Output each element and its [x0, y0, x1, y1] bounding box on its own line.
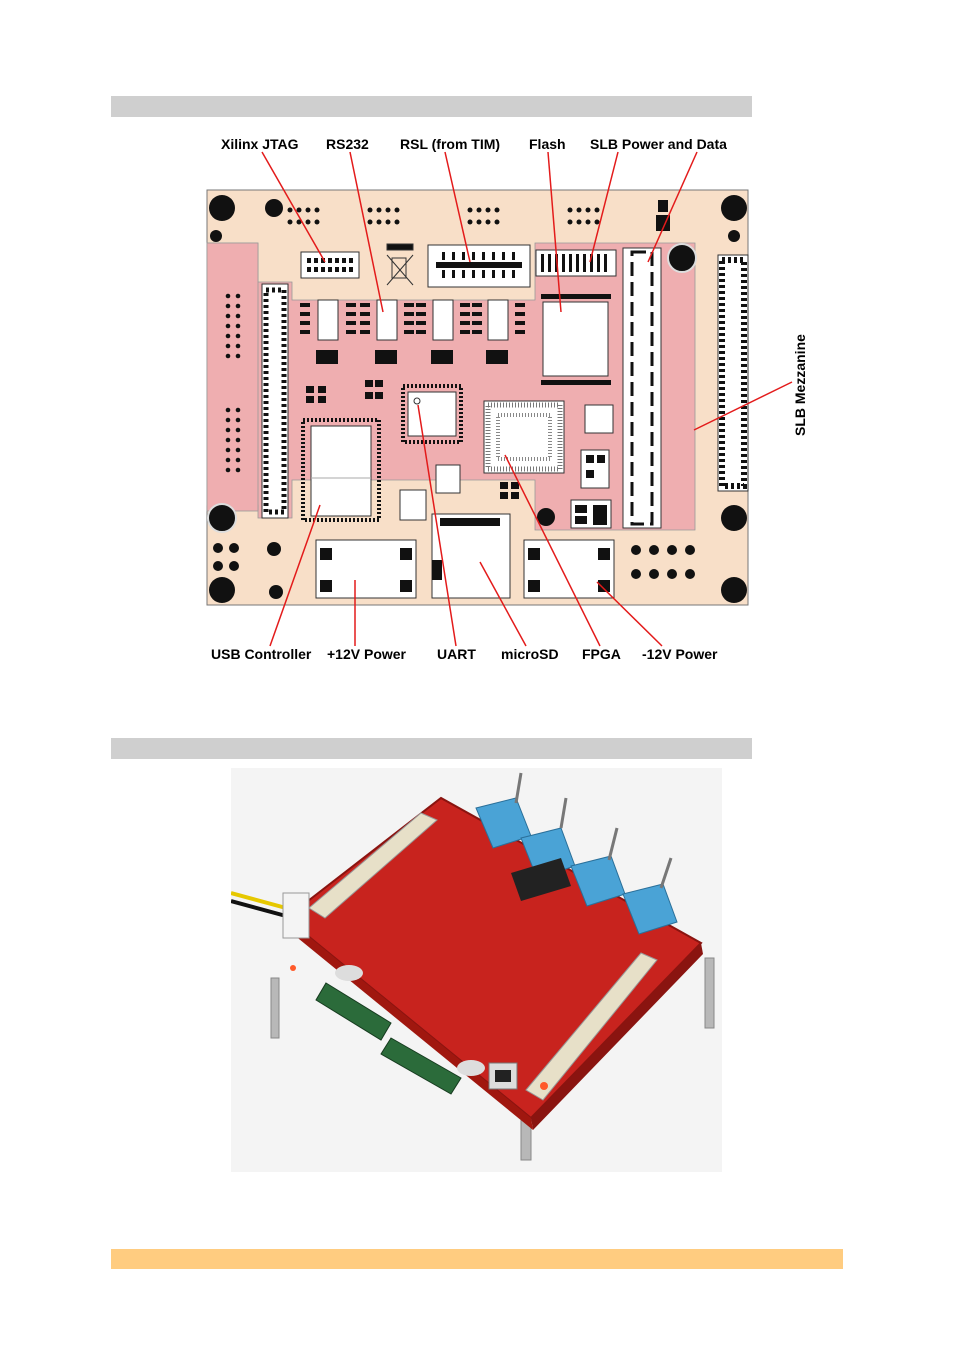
section-header-bar [111, 96, 752, 117]
bottom-pad-group [213, 543, 695, 579]
board-photo [231, 768, 722, 1172]
12v-power-module [315, 539, 417, 599]
neg12v-power-module [523, 539, 615, 599]
fpga-chip [483, 400, 565, 474]
label-uart: UART [437, 646, 476, 662]
usb-controller-chip [301, 418, 381, 522]
left-connector [261, 283, 289, 519]
mount-hole [267, 542, 281, 556]
label-rsl: RSL (from TIM) [400, 136, 501, 152]
slb-power-connector [535, 249, 617, 277]
mount-hole [721, 505, 747, 531]
label-xilinx-jtag: Xilinx JTAG [221, 136, 299, 152]
footer-bar [111, 1249, 843, 1269]
rsl-connector [427, 244, 531, 288]
label-fpga: FPGA [582, 646, 621, 662]
small-components [399, 464, 519, 521]
label-usb-controller: USB Controller [211, 646, 312, 662]
jtag-header [300, 251, 360, 279]
mount-hole [209, 195, 235, 221]
uart-chip [401, 384, 463, 444]
slb-data-connector [622, 247, 662, 529]
label-12v-power: +12V Power [327, 646, 406, 662]
left-slb-connector [308, 812, 438, 919]
mount-hole [269, 585, 283, 599]
left-pad-column [225, 293, 241, 473]
right-slb-connector [525, 952, 658, 1101]
microsd-module [431, 513, 511, 599]
crossed-component [386, 243, 414, 286]
mount-hole [265, 199, 283, 217]
mount-hole [728, 230, 740, 242]
rs232-chips [300, 299, 525, 403]
label-flash: Flash [529, 136, 566, 152]
power-cable [231, 891, 287, 910]
label-neg12v-power: -12V Power [642, 646, 718, 662]
pink-region-left [206, 242, 259, 512]
label-slb-power-data: SLB Power and Data [590, 136, 727, 152]
mount-hole [207, 503, 237, 533]
mount-hole [210, 230, 222, 242]
flash-chip [541, 294, 611, 385]
mount-hole [209, 577, 235, 603]
leader-lines [261, 151, 793, 647]
mount-hole [721, 577, 747, 603]
right-small-chips [570, 404, 614, 529]
mount-hole [721, 195, 747, 221]
center-connector [511, 858, 571, 901]
mount-hole [537, 508, 555, 526]
power-modules [315, 982, 462, 1095]
section-header-bar [111, 738, 752, 759]
label-rs232: RS232 [326, 136, 369, 152]
label-microsd: microSD [501, 646, 559, 662]
slb-mezzanine-connector [717, 254, 749, 492]
top-pad-groups [287, 200, 670, 231]
mount-hole [667, 243, 697, 273]
